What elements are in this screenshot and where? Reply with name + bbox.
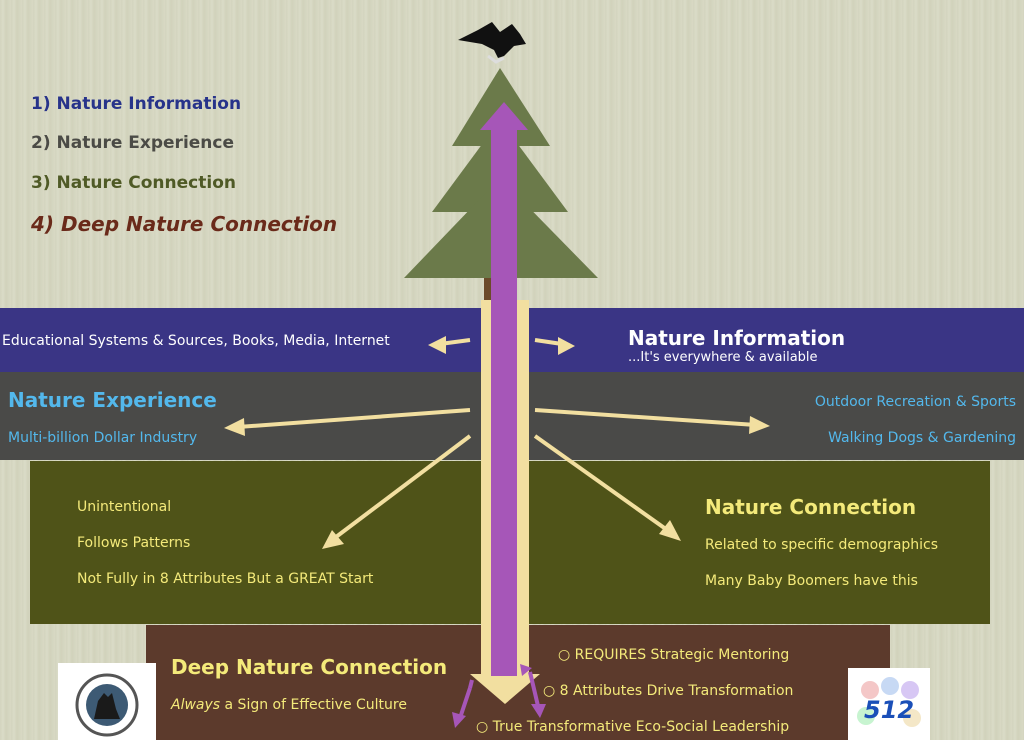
512-badge-icon: 512 [848,668,930,740]
experience-title: Nature Experience [8,388,217,412]
connection-right-1: Related to specific demographics [705,537,939,553]
connection-left-1: Unintentional [77,499,172,515]
connection-title: Nature Connection [705,495,917,519]
information-left-text: Educational Systems & Sources, Books, Me… [2,333,390,349]
legend-item-1: 1) Nature Information [31,94,242,114]
information-title: Nature Information [628,326,846,350]
legend-item-4: 4) Deep Nature Connection [31,212,338,236]
information-subtitle: ...It's everywhere & available [628,350,818,365]
small-purple-arrows [452,664,546,728]
deep-bullet-2: ○ 8 Attributes Drive Transformation [543,683,794,699]
deep-bullet-1-text: REQUIRES Strategic Mentoring [574,647,790,663]
legend-item-3: 3) Nature Connection [31,173,236,193]
deep-title: Deep Nature Connection [171,655,448,679]
experience-subtitle: Multi-billion Dollar Industry [8,430,198,446]
wolf-logo-icon [58,663,156,740]
branch-arrows [224,336,770,549]
deep-bullet-3: ○ True Transformative Eco-Social Leaders… [476,719,790,735]
deep-subtitle: Always a Sign of Effective Culture [171,697,407,713]
legend-item-2: 2) Nature Experience [31,133,235,153]
experience-right-1: Outdoor Recreation & Sports [814,394,1016,410]
deep-bullet-2-text: 8 Attributes Drive Transformation [559,683,794,699]
connection-left-3: Not Fully in 8 Attributes But a GREAT St… [77,571,374,587]
connection-left-2: Follows Patterns [77,535,191,551]
experience-right-2: Walking Dogs & Gardening [828,430,1016,446]
deep-bullet-3-text: True Transformative Eco-Social Leadershi… [492,719,790,735]
deep-subtitle-emphasis: Always [171,697,221,713]
deep-subtitle-rest: a Sign of Effective Culture [220,697,407,713]
deep-bullet-1: ○ REQUIRES Strategic Mentoring [558,647,790,663]
raven-icon [458,22,526,64]
connection-right-2: Many Baby Boomers have this [705,573,918,589]
badge-number: 512 [864,696,915,724]
purple-up-arrow [480,102,528,676]
